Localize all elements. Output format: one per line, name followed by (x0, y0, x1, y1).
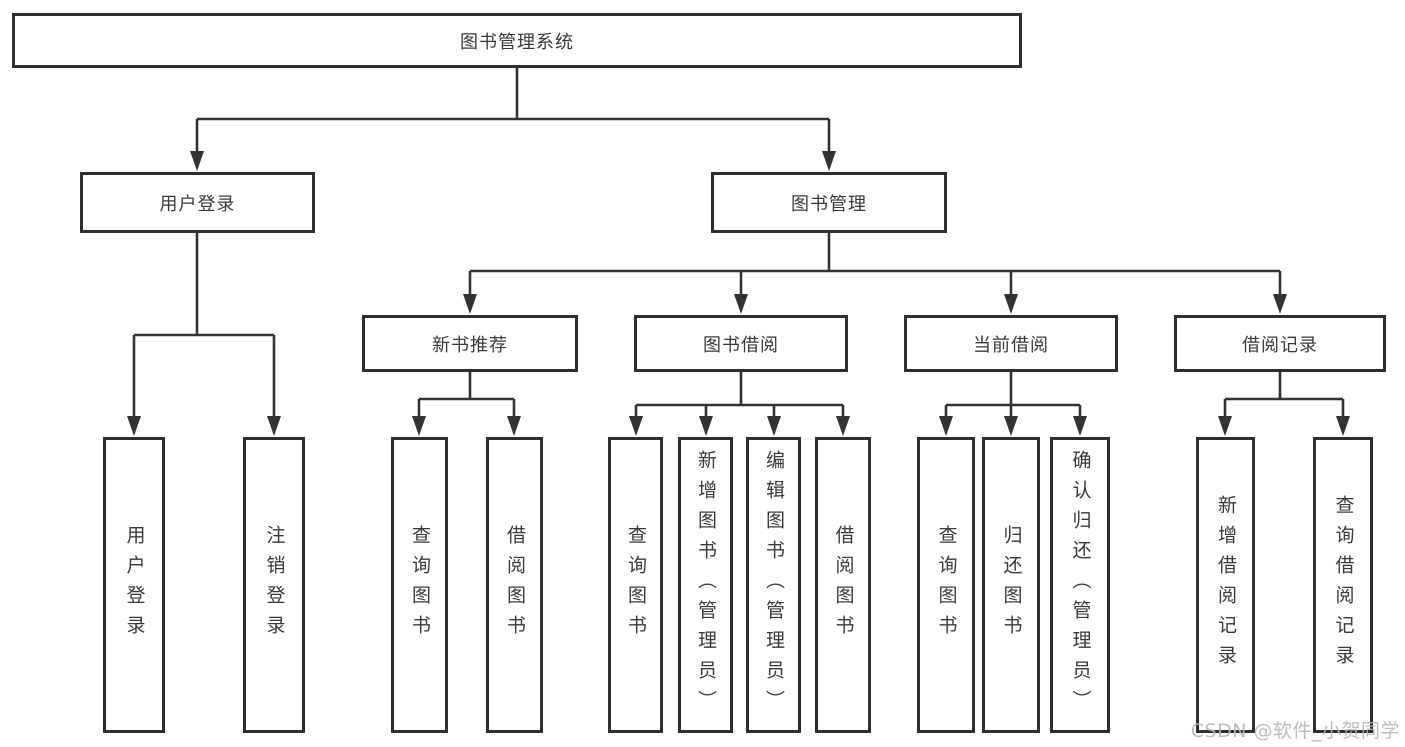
node-book-borrowing: 图书借阅 (634, 315, 848, 372)
leaf-borrow-books: 借阅图书 (815, 437, 871, 733)
node-new-book-recommend: 新书推荐 (362, 315, 578, 372)
leaf-query-books-borrow: 查询图书 (608, 437, 663, 733)
leaf-label: 查询借阅记录 (1332, 495, 1355, 675)
leaf-add-borrow-record: 新增借阅记录 (1196, 437, 1255, 733)
leaf-label: 查询图书 (409, 525, 431, 645)
node-borrowing-records: 借阅记录 (1174, 315, 1386, 372)
leaf-query-books-current: 查询图书 (917, 437, 975, 733)
node-current-borrowing: 当前借阅 (904, 315, 1118, 372)
leaf-return-books: 归还图书 (982, 437, 1040, 733)
leaf-query-books-recommend: 查询图书 (391, 437, 448, 733)
leaf-label: 确认归还（管理员） (1069, 450, 1092, 720)
leaf-label: 注销登录 (263, 525, 286, 645)
leaf-label: 借阅图书 (832, 525, 855, 645)
leaf-label: 编辑图书（管理员） (763, 450, 785, 720)
leaf-edit-books-admin: 编辑图书（管理员） (746, 437, 801, 733)
leaf-label: 查询图书 (625, 525, 647, 645)
leaf-confirm-return-admin: 确认归还（管理员） (1050, 437, 1110, 733)
leaf-label: 新增图书（管理员） (695, 450, 717, 720)
leaf-label: 新增借阅记录 (1215, 495, 1237, 675)
csdn-watermark: CSDN @软件_小贺同学 (1190, 720, 1400, 742)
node-book-management: 图书管理 (711, 172, 947, 233)
leaf-label: 用户登录 (123, 525, 146, 645)
leaf-add-books-admin: 新增图书（管理员） (678, 437, 733, 733)
leaf-user-login: 用户登录 (103, 437, 165, 733)
leaf-borrow-books-recommend: 借阅图书 (486, 437, 543, 733)
leaf-label: 归还图书 (1000, 525, 1023, 645)
leaf-query-borrow-record: 查询借阅记录 (1313, 437, 1373, 733)
node-user-login: 用户登录 (80, 172, 315, 233)
leaf-label: 借阅图书 (504, 525, 526, 645)
leaf-label: 查询图书 (935, 525, 958, 645)
node-library-system-root: 图书管理系统 (12, 13, 1022, 68)
leaf-logout: 注销登录 (243, 437, 305, 733)
